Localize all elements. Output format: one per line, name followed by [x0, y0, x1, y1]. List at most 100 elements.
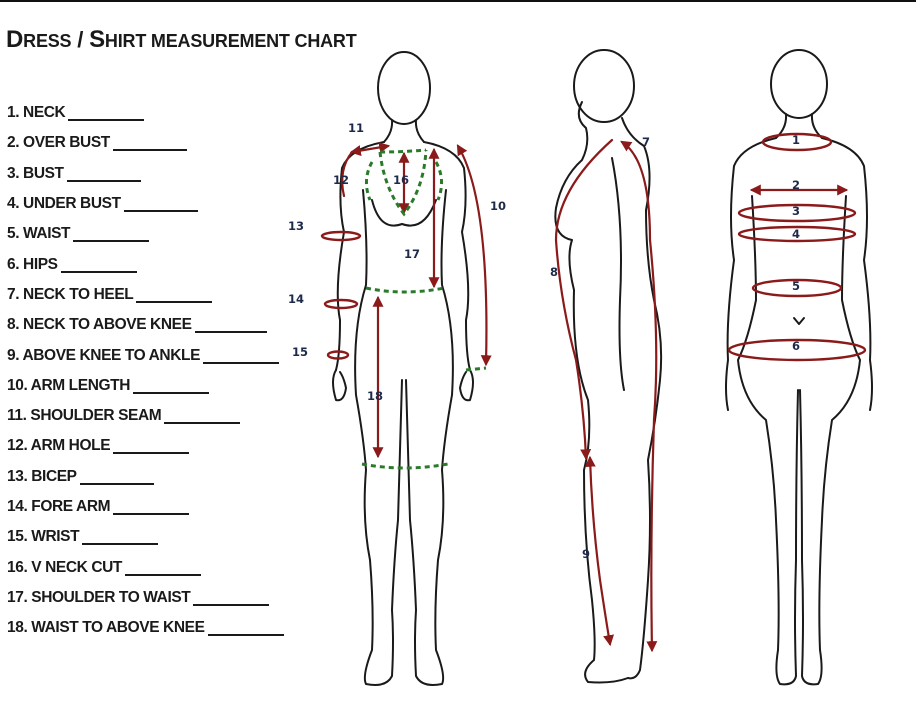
side-head — [573, 49, 635, 123]
arm-hole-blank[interactable] — [113, 438, 190, 455]
bust-blank[interactable] — [66, 166, 141, 182]
title-separator: / — [71, 27, 90, 52]
waist-dash — [365, 286, 445, 294]
fore-arm-blank[interactable] — [113, 499, 190, 515]
front-neck-right — [414, 119, 425, 143]
wrist-ring — [326, 350, 350, 360]
under-bust-blank[interactable] — [123, 196, 198, 213]
front-right-hand — [459, 369, 474, 402]
measurement-item-neck-to-heel: 7. NECK TO HEEL — [7, 280, 284, 310]
hips-blank[interactable] — [60, 257, 137, 273]
number-11: 11 — [348, 121, 364, 135]
measurement-item-under-bust: 4. UNDER BUST — [7, 189, 284, 219]
wrist-right-dash — [465, 366, 487, 372]
measurement-label: 2. OVER BUST — [7, 134, 110, 152]
neck-to-heel-blank[interactable] — [136, 287, 213, 303]
above-knee-dash — [361, 462, 449, 470]
front-torso-left — [335, 141, 403, 686]
neck-to-above-knee-blank[interactable] — [194, 317, 267, 334]
number-5: 5 — [792, 279, 800, 293]
number-12: 12 — [333, 173, 349, 187]
measurement-item-arm-hole: 12. ARM HOLE — [7, 431, 284, 461]
shoulder-seam-blank[interactable] — [164, 408, 241, 425]
measurement-item-v-neck-cut: 16. V NECK CUT — [7, 552, 284, 582]
side-arm — [611, 157, 625, 391]
number-6: 6 — [792, 339, 800, 353]
front-neck-left — [383, 119, 394, 143]
measurement-item-bicep: 13. BICEP — [7, 462, 284, 492]
measurement-label: 12. ARM HOLE — [7, 437, 111, 455]
number-4: 4 — [792, 227, 800, 241]
measurement-item-shoulder-to-waist: 17. SHOULDER TO WAIST — [7, 583, 284, 613]
bicep-blank[interactable] — [79, 469, 154, 485]
wrist-blank[interactable] — [82, 529, 159, 546]
measurement-label: 5. WAIST — [7, 225, 71, 243]
waist-to-above-knee-blank[interactable] — [207, 620, 284, 637]
v-neck-cut-blank[interactable] — [124, 560, 201, 576]
arm-length-blank[interactable] — [133, 378, 210, 394]
above-knee-to-ankle-line — [584, 455, 614, 647]
title-initial-shirt: S — [89, 26, 105, 53]
bust-ring — [737, 203, 857, 223]
measurement-item-above-knee-to-ankle: 9. ABOVE KNEE TO ANKLE — [7, 340, 284, 370]
neck-ring — [761, 132, 833, 152]
number-3: 3 — [792, 204, 800, 218]
bicep-ring — [320, 230, 362, 242]
measurement-label: 9. ABOVE KNEE TO ANKLE — [7, 346, 201, 364]
side-measurements — [554, 138, 658, 653]
armhole-right-dash — [434, 161, 443, 201]
over-bust-blank[interactable] — [112, 135, 187, 152]
measurement-label: 1. NECK — [7, 104, 66, 122]
shoulder-seam-line — [349, 142, 391, 156]
front-head — [377, 51, 431, 125]
title-initial-dress: D — [6, 26, 24, 53]
hips-ring — [727, 338, 867, 362]
front-left-hand — [332, 369, 347, 402]
neck-to-heel-line — [620, 140, 658, 653]
title-word-rest: HIRT MEASUREMENT CHART — [104, 31, 357, 51]
measurement-item-hips: 6. HIPS — [7, 249, 284, 279]
measurement-label: 6. HIPS — [7, 255, 58, 273]
front-figure — [332, 51, 474, 686]
measurement-list: 1. NECK 2. OVER BUST 3. BUST 4. UNDER BU… — [7, 98, 284, 643]
number-2: 2 — [792, 178, 800, 192]
front-measurements — [320, 142, 492, 470]
shoulder-to-waist-blank[interactable] — [193, 590, 270, 606]
number-18: 18 — [367, 389, 383, 403]
measurement-item-fore-arm: 14. FORE ARM — [7, 492, 284, 522]
neck-blank[interactable] — [68, 105, 145, 122]
measurement-label: 11. SHOULDER SEAM — [7, 407, 162, 425]
waist-blank[interactable] — [73, 226, 150, 243]
measurement-label: 10. ARM LENGTH — [7, 376, 131, 394]
number-16: 16 — [393, 173, 409, 187]
number-13: 13 — [288, 219, 304, 233]
arm-length-line — [456, 144, 492, 367]
armhole-left-dash — [365, 161, 374, 201]
side-front-outline — [554, 101, 629, 684]
page-title: DRESS / SHIRT MEASUREMENT CHART — [6, 26, 357, 54]
arm-hole-line — [341, 150, 354, 198]
title-word-dress: RESS — [23, 31, 72, 51]
number-8: 8 — [550, 265, 558, 279]
above-knee-to-ankle-blank[interactable] — [203, 348, 280, 364]
number-10: 10 — [490, 199, 506, 213]
back-right-outline — [799, 137, 873, 686]
forearm-ring — [323, 298, 359, 310]
measurement-item-arm-length: 10. ARM LENGTH — [7, 371, 284, 401]
number-1: 1 — [792, 133, 800, 147]
neckline-dash — [379, 148, 427, 154]
measurement-item-over-bust: 2. OVER BUST — [7, 128, 284, 158]
front-bust — [371, 199, 437, 227]
measurement-item-shoulder-seam: 11. SHOULDER SEAM — [7, 401, 284, 431]
front-torso-right — [405, 141, 471, 686]
under-bust-ring — [737, 225, 857, 243]
measurement-item-waist: 5. WAIST — [7, 219, 284, 249]
top-border — [0, 0, 916, 2]
measurement-label: 8. NECK TO ABOVE KNEE — [7, 316, 192, 334]
diagram-number-labels: 11 12 13 14 15 16 17 18 10 7 8 9 1 2 3 4… — [288, 121, 800, 561]
back-head — [770, 49, 828, 119]
number-7: 7 — [642, 135, 650, 149]
measurement-item-neck: 1. NECK — [7, 98, 284, 128]
measurement-label: 15. WRIST — [7, 528, 80, 546]
